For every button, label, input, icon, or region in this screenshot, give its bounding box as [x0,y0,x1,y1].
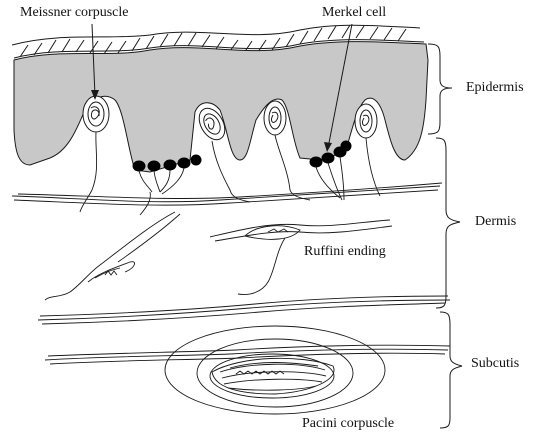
dermis-structures [45,212,180,300]
dermis-label: Dermis [475,215,516,229]
merkel-cell [164,160,176,170]
merkel-cell-label: Merkel cell [322,6,386,20]
nerve-plexus-upper [12,183,442,205]
pacini-corpuscle [165,326,385,414]
layer-braces [428,44,462,428]
dermis-brace [436,138,460,308]
merkel-cell [341,141,351,151]
meissner-corpuscle [264,101,286,135]
epidermis-brace [428,44,452,134]
subcutis-label: Subcutis [471,357,519,371]
nerve-plexus-lower [38,296,450,324]
merkel-cell [148,161,160,171]
subcutis-structures [45,345,450,364]
pacini-corpuscle-label: Pacini corpuscle [302,417,394,431]
merkel-cell [322,153,334,163]
merkel-cell [178,158,190,168]
meissner-corpuscle-label: Meissner corpuscle [20,6,128,20]
merkel-cell [133,161,145,171]
merkel-cell [310,157,322,167]
ruffini-ending-label: Ruffini ending [304,245,386,259]
epidermis-label: Epidermis [466,81,524,95]
merkel-cell [191,155,201,165]
meissner-corpuscle [355,104,377,138]
subcutis-brace [440,312,462,428]
meissner-corpuscle [83,96,109,132]
